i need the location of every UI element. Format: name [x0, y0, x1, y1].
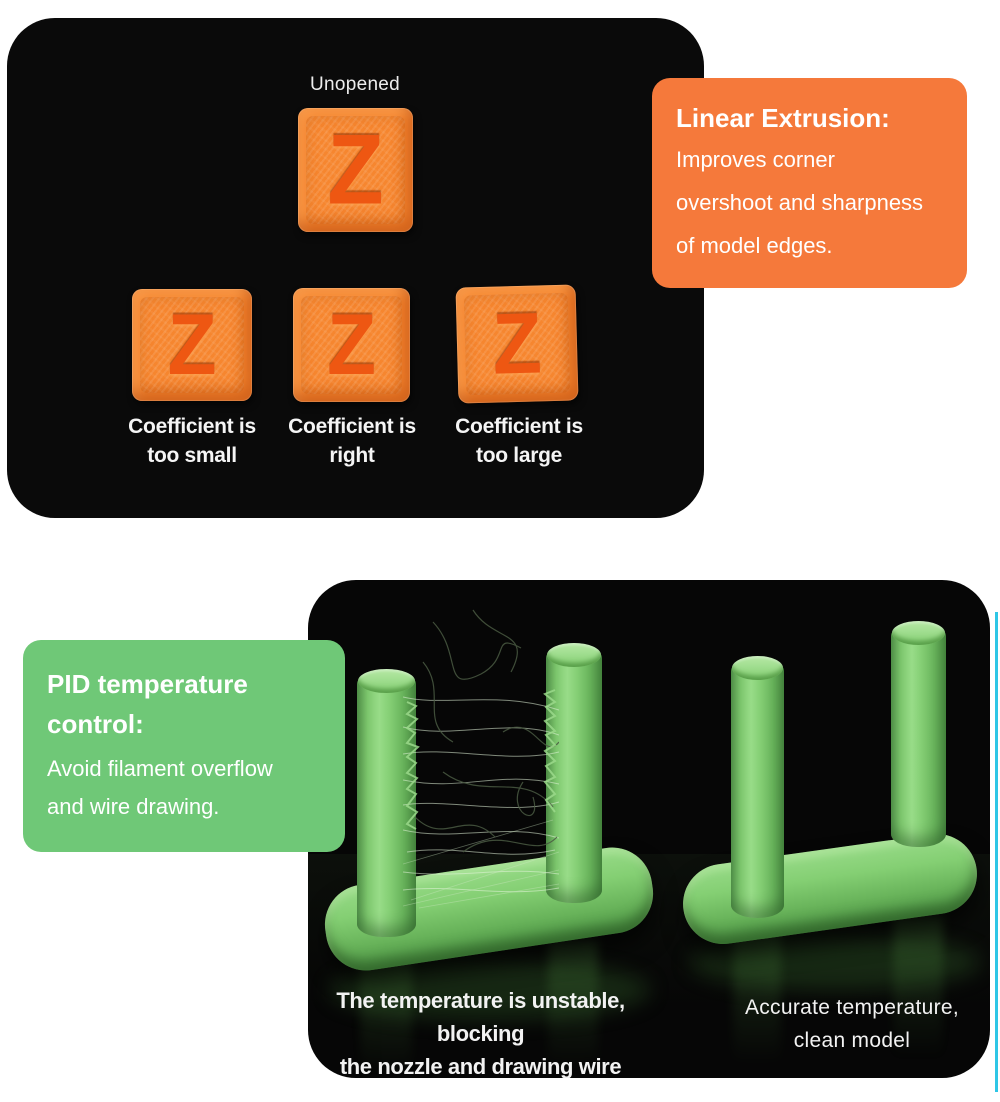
pid-temperature-photo-panel: The temperature is unstable, blocking th… — [308, 580, 990, 1078]
clean-print-right-pillar — [891, 621, 946, 847]
callout-title-line1: PID temperature — [47, 669, 248, 699]
cube-letter: Z — [167, 296, 217, 393]
accurate-temperature-caption: Accurate temperature, clean model — [744, 996, 960, 1052]
cube-caption-right: Coefficient is right — [288, 415, 416, 467]
calibration-cube-too-small: Z — [132, 289, 252, 401]
calibration-cube-too-large: Z — [455, 284, 579, 404]
unstable-temperature-caption: The temperature is unstable, blocking th… — [336, 988, 625, 1078]
cube-letter: Z — [491, 294, 543, 393]
base-reflection — [690, 935, 980, 990]
clean-print-left-pillar — [731, 656, 784, 918]
calibration-cube-unopened: Z — [298, 108, 413, 232]
stringy-print-left-pillar — [357, 669, 416, 937]
pillar-reflection — [548, 940, 598, 1070]
linear-extrusion-photo-panel: Unopened Z Z Z Z Coefficient is too smal… — [7, 18, 704, 518]
cube-letter: Z — [327, 114, 384, 225]
base-reflection — [330, 960, 650, 1020]
stringy-print-right-pillar — [546, 643, 602, 903]
linear-extrusion-callout: Linear Extrusion: Improves corner oversh… — [652, 78, 967, 288]
pillar-reflection — [893, 915, 943, 1060]
callout-title-line2: control: — [47, 709, 144, 739]
cube-caption-too-small: Coefficient is too small — [128, 415, 256, 467]
unopened-label: Unopened — [309, 74, 401, 95]
pillar-reflection — [733, 930, 781, 1065]
cyan-accent-line — [995, 612, 998, 1092]
stringing-strands — [403, 609, 559, 909]
callout-title: Linear Extrusion: — [676, 103, 890, 133]
pid-temperature-callout: PID temperature control: Avoid filament … — [23, 640, 345, 852]
cube-letter: Z — [327, 296, 376, 393]
pillar-reflection — [360, 955, 412, 1075]
calibration-cube-right: Z — [293, 288, 410, 402]
cube-caption-too-large: Coefficient is too large — [455, 415, 583, 467]
